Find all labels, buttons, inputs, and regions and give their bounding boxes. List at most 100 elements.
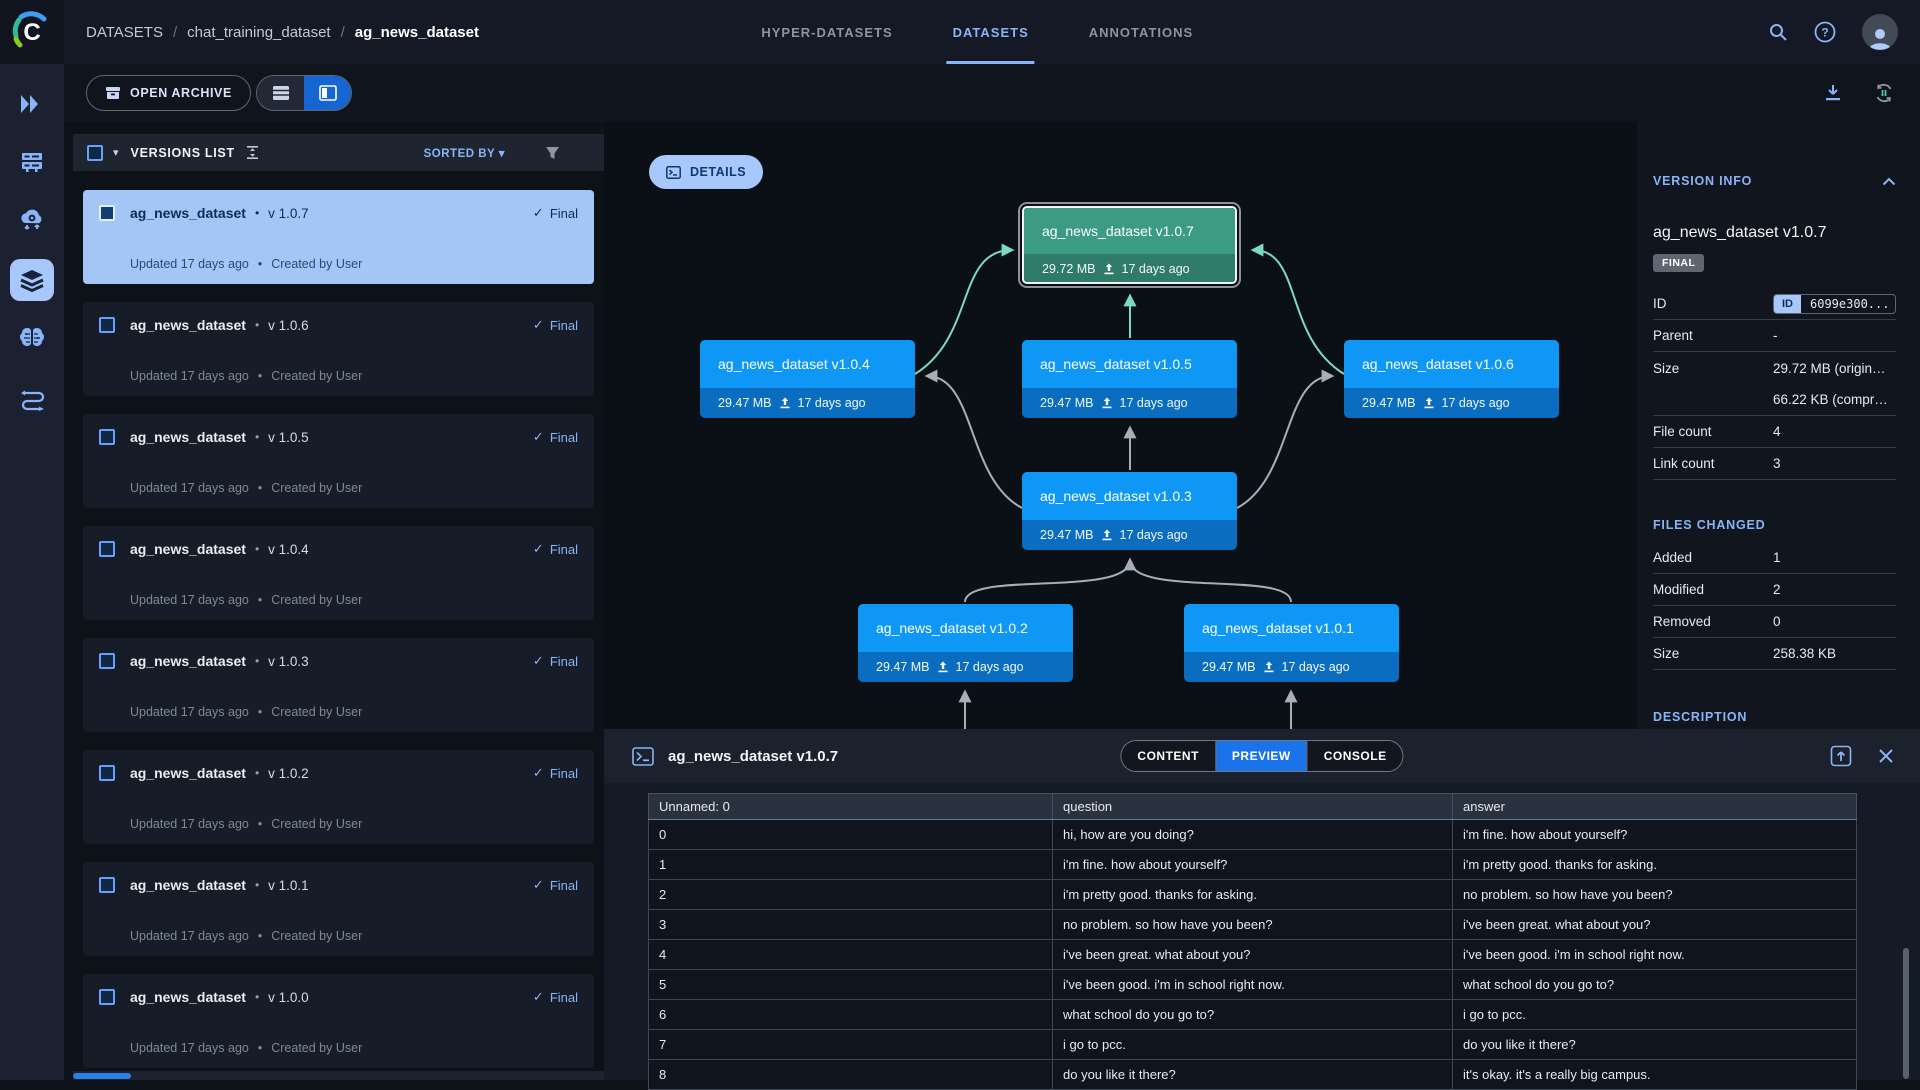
version-list-item[interactable]: ag_news_dataset• v 1.0.6 ✓Final Updated … [83,302,594,396]
version-list-item[interactable]: ag_news_dataset• v 1.0.4 ✓Final Updated … [83,526,594,620]
datasets-layers-icon [20,270,44,293]
status-final: ✓Final [532,989,578,1005]
dot-separator: • [254,878,260,892]
info-row-size-compressed: 66.22 KB (compr… [1653,384,1896,416]
upload-icon [1102,529,1112,541]
preview-dataset-title: ag_news_dataset v1.0.7 [668,747,839,765]
row-checkbox[interactable] [99,989,115,1005]
tab-content[interactable]: CONTENT [1121,741,1215,771]
graph-node-v1-0-2[interactable]: ag_news_dataset v1.0.2 29.47 MB 17 days … [858,604,1073,682]
tab-annotations[interactable]: ANNOTATIONS [1088,24,1194,40]
dataset-name: ag_news_dataset [130,653,246,669]
expand-panel-icon[interactable] [1830,745,1852,767]
view-mode-toggle [256,75,352,111]
graph-node-v1-0-6[interactable]: ag_news_dataset v1.0.6 29.47 MB 17 days … [1344,340,1559,418]
final-check-icon: ✓ [532,317,544,332]
select-all-checkbox[interactable] [87,144,103,161]
split-view-button[interactable] [304,76,351,110]
status-final: ✓Final [532,765,578,781]
chevron-up-icon[interactable] [1882,177,1896,186]
row-checkbox[interactable] [99,429,115,445]
row-checkbox[interactable] [99,765,115,781]
dot-separator: • [254,542,260,556]
tab-hyper-datasets[interactable]: HYPER-DATASETS [761,24,893,40]
version-list-item[interactable]: ag_news_dataset• v 1.0.5 ✓Final Updated … [83,414,594,508]
row-checkbox[interactable] [99,317,115,333]
clearml-logo-icon: C [12,11,47,48]
filter-icon[interactable] [545,146,560,160]
graph-node-v1-0-1[interactable]: ag_news_dataset v1.0.1 29.47 MB 17 days … [1184,604,1399,682]
versions-list-title: VERSIONS LIST [130,145,235,160]
graph-node-v1-0-4[interactable]: ag_news_dataset v1.0.4 29.47 MB 17 days … [700,340,915,418]
version-list-item[interactable]: ag_news_dataset• v 1.0.2 ✓Final Updated … [83,750,594,844]
info-row-link-count: Link count 3 [1653,448,1896,480]
launch-icon [21,95,38,113]
tab-preview[interactable]: PREVIEW [1214,741,1307,771]
version-list-item[interactable]: ag_news_dataset• v 1.0.0 ✓Final Updated … [83,974,594,1068]
preview-vertical-scrollbar-thumb[interactable] [1903,948,1909,1079]
graph-node-v1-0-3[interactable]: ag_news_dataset v1.0.3 29.47 MB 17 days … [1022,472,1237,550]
description-heading: DESCRIPTION [1653,710,1748,724]
sidebar-item-serving[interactable] [0,194,64,246]
version-label: v 1.0.1 [268,877,309,893]
dataset-name: ag_news_dataset [130,317,246,333]
sidebar-item-workers-queues[interactable] [0,136,64,188]
details-button[interactable]: DETAILS [649,155,764,189]
column-header[interactable]: Unnamed: 0 [648,793,1053,820]
collapse-rows-icon[interactable] [245,145,260,160]
version-list-item[interactable]: ag_news_dataset• v 1.0.7 ✓Final Updated … [83,190,594,284]
close-icon[interactable] [1878,748,1894,764]
auto-refresh-icon[interactable] [1874,83,1894,103]
selection-menu-caret-icon[interactable]: ▾ [113,147,119,159]
final-check-icon: ✓ [532,989,544,1004]
status-final: ✓Final [532,541,578,557]
sidebar-item-getting-started[interactable] [0,78,64,130]
breadcrumb-dataset: ag_news_dataset [354,23,479,41]
upload-icon [1424,397,1434,409]
sidebar-item-models[interactable] [0,314,64,366]
version-label: v 1.0.2 [268,765,309,781]
dot-separator: • [254,990,260,1004]
info-row-modified: Modified 2 [1653,574,1896,606]
version-list-item[interactable]: ag_news_dataset• v 1.0.3 ✓Final Updated … [83,638,594,732]
version-list-item[interactable]: ag_news_dataset• v 1.0.1 ✓Final Updated … [83,862,594,956]
preview-header: ag_news_dataset v1.0.7 CONTENT PREVIEW C… [604,729,1920,783]
sorted-by-dropdown[interactable]: SORTED BY ▾ [423,147,505,160]
tab-datasets[interactable]: DATASETS [946,0,1035,64]
clearml-logo[interactable]: C [0,0,64,64]
scrollbar-thumb[interactable] [73,1072,131,1079]
open-archive-button[interactable]: OPEN ARCHIVE [86,75,251,111]
help-icon[interactable]: ? [1814,21,1836,43]
row-checkbox[interactable] [99,877,115,893]
column-header[interactable]: question [1052,793,1453,820]
sidebar-item-pipelines[interactable] [0,374,64,426]
breadcrumb-datasets[interactable]: DATASETS [86,23,163,41]
graph-node-v1-0-7[interactable]: ag_news_dataset v1.0.7 29.72 MB 17 days … [1022,206,1237,284]
tab-console[interactable]: CONSOLE [1306,741,1403,771]
version-info-heading: VERSION INFO [1653,174,1753,188]
status-final: ✓Final [532,429,578,445]
row-checkbox[interactable] [99,205,115,221]
version-meta: Updated 17 days ago•Created by User [130,817,363,831]
node-footer: 29.47 MB 17 days ago [1344,388,1559,418]
breadcrumb-project[interactable]: chat_training_dataset [187,23,331,41]
row-checkbox[interactable] [99,653,115,669]
download-icon[interactable] [1824,84,1842,102]
archive-icon [106,87,120,99]
row-checkbox[interactable] [99,541,115,557]
column-header[interactable]: answer [1452,793,1857,820]
sidebar-item-datasets[interactable] [0,254,64,306]
table-view-button[interactable] [257,76,304,110]
graph-node-v1-0-5[interactable]: ag_news_dataset v1.0.5 29.47 MB 17 days … [1022,340,1237,418]
user-avatar[interactable] [1862,14,1898,50]
preview-terminal-icon [632,746,654,766]
version-label: v 1.0.7 [268,205,309,221]
node-title: ag_news_dataset v1.0.7 [1024,208,1235,254]
search-icon[interactable] [1768,22,1788,42]
version-meta: Updated 17 days ago•Created by User [130,929,363,943]
id-copy-pill[interactable]: ID 6099e300... [1773,293,1896,314]
